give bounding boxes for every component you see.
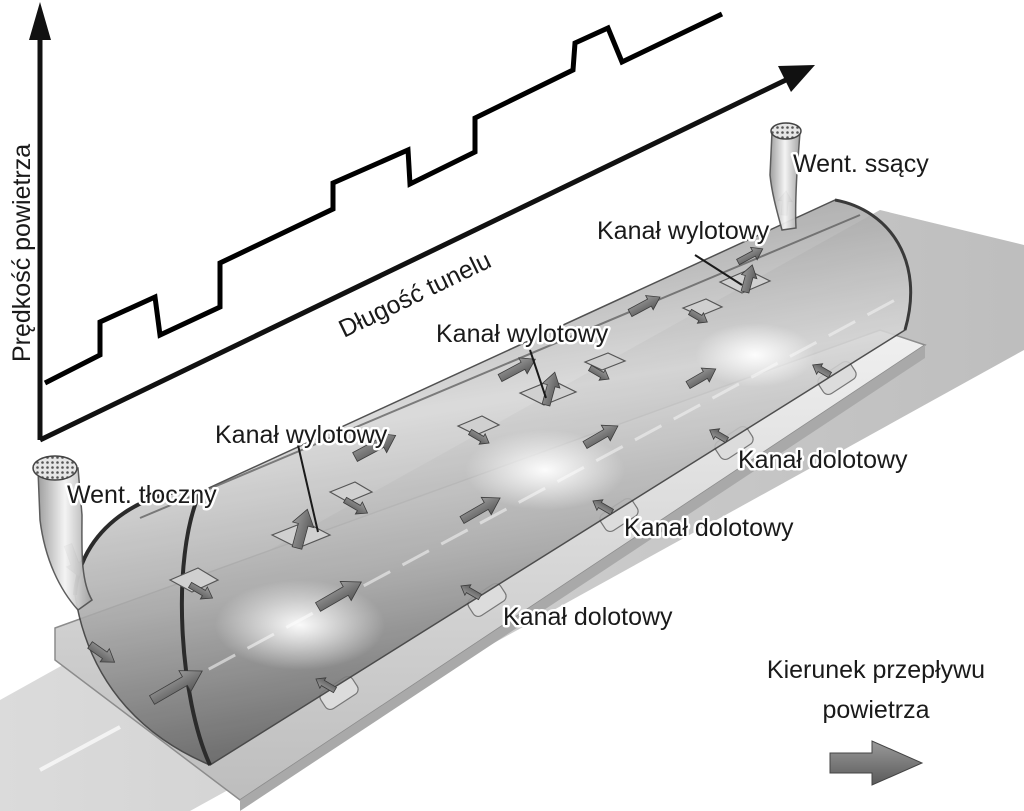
flow-arrow-small <box>587 364 610 381</box>
label-outlet-3: Kanał wylotowy <box>597 217 770 245</box>
supply-fan-grille <box>32 455 78 481</box>
exhaust-fan-grille <box>770 122 802 140</box>
flow-arrow-small <box>687 308 708 324</box>
tunnel-base-edge <box>240 345 925 811</box>
flow-arrow <box>459 496 501 525</box>
flow-arrow-small <box>460 584 483 601</box>
leader-line-outlet-1 <box>297 444 319 533</box>
exhaust-fan-duct <box>769 131 801 231</box>
flow-arrow <box>627 295 661 318</box>
outlet-opening <box>583 352 627 371</box>
legend: Kierunek przepływu powietrza <box>767 656 985 786</box>
tunnel-back-rim <box>834 198 913 331</box>
flow-arrow-small <box>709 428 730 444</box>
label-fan-supply: Went. tłoczny <box>67 481 217 509</box>
flow-arrow <box>685 367 717 390</box>
legend-label-line2: powietrza <box>823 696 930 724</box>
x-axis-arrowhead <box>778 65 815 92</box>
flow-arrow <box>148 670 203 705</box>
y-axis-arrowhead <box>29 2 51 40</box>
label-inlet-1: Kanał dolotowy <box>738 446 908 474</box>
ground-centerline <box>39 725 121 772</box>
light-glow <box>695 323 815 387</box>
legend-label-line1: Kierunek przepływu <box>767 656 985 684</box>
flow-arrow <box>736 246 764 266</box>
flow-arrow-up <box>740 264 758 294</box>
flow-arrow-up <box>291 508 315 550</box>
flow-arrow <box>352 432 397 462</box>
y-axis-label: Prędkość powietrza <box>8 144 36 362</box>
exhaust-fan <box>769 122 802 231</box>
supply-fan <box>32 455 93 611</box>
outlet-opening <box>328 481 374 503</box>
tunnel-ridge <box>139 214 861 519</box>
leader-line-outlet-3 <box>694 254 743 286</box>
legend-arrow <box>829 740 924 786</box>
label-outlet-1: Kanał wylotowy <box>215 421 388 449</box>
flow-arrow-small <box>467 428 490 445</box>
flow-arrow-small <box>315 677 338 694</box>
flow-arrow-down <box>87 641 116 663</box>
flow-arrow-small <box>812 363 833 379</box>
leader-line-outlet-2 <box>529 349 547 399</box>
light-glow <box>465 430 625 510</box>
outlet-opening <box>168 567 220 593</box>
label-inlet-2: Kanał dolotowy <box>624 514 794 542</box>
label-inlet-3: Kanał dolotowy <box>503 603 673 631</box>
flow-arrow <box>314 581 362 612</box>
flow-arrow <box>497 357 536 383</box>
flow-arrow-small <box>592 499 615 516</box>
supply-fan-duct <box>37 467 93 611</box>
label-outlet-2: Kanał wylotowy <box>436 320 609 348</box>
light-glow <box>215 580 385 670</box>
flow-arrow <box>582 424 619 450</box>
leader-lines <box>297 254 743 533</box>
flow-arrow-small <box>342 496 369 515</box>
flow-arrow-small <box>187 581 214 600</box>
velocity-profile-line <box>43 11 724 386</box>
label-fan-exhaust: Went. ssący <box>793 150 929 178</box>
chart-axes <box>29 2 815 443</box>
x-axis <box>38 75 792 443</box>
